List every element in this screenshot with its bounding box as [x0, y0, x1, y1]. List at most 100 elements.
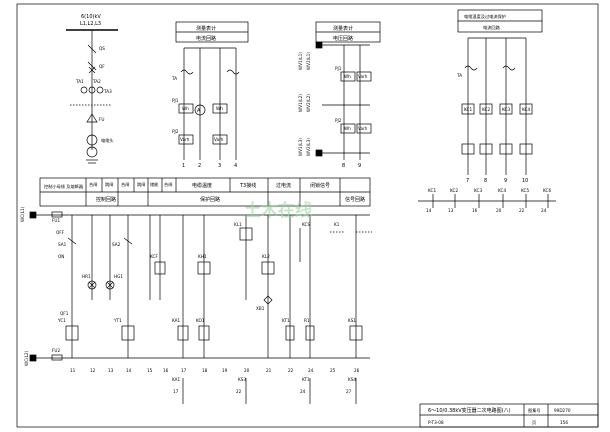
ta2-coil — [88, 86, 96, 94]
kc8-coil — [519, 143, 533, 155]
control-circuit: WC(L1) WC(L2) FU1 FU2 OFF ON SA1 SA2 HR1 — [20, 206, 372, 366]
ctrl-num-15: 15 — [147, 368, 153, 373]
p2-num-2: 9 — [358, 163, 361, 169]
bottom-num-1: 17 — [173, 389, 179, 394]
p1-num-2: 2 — [198, 163, 201, 169]
pj1-label: PJ1 — [172, 98, 179, 103]
p2-pj2-label: PJ2 — [335, 118, 342, 123]
kh-label: KH1 — [198, 254, 207, 259]
wv1b-label: WV1(L2) — [298, 94, 303, 112]
ctrl-num-25: 25 — [330, 368, 336, 373]
title-block-frame — [419, 403, 599, 428]
code-label: 图集号 — [528, 407, 541, 414]
header-cell-16: 闭锁信号 — [310, 182, 330, 189]
p2-varh2: Varh — [358, 126, 368, 131]
terminal-num-5: 22 — [519, 208, 525, 213]
ammeter-icon — [194, 104, 206, 116]
page-number: 156 — [560, 420, 568, 425]
kc1-coil-label: KC1 — [464, 107, 472, 112]
bottom-num-3: 24 — [300, 389, 306, 394]
p3-num-3: 9 — [504, 178, 507, 184]
header-table: 控制小母线 及熔断器 合闸 跳闸 合闸 跳闸 储能 合闸 电缆温度 T3接线 过… — [39, 177, 371, 207]
ka-label: KA1 — [172, 318, 181, 323]
kc2-coil — [479, 103, 493, 115]
p3-num-4: 10 — [522, 178, 528, 184]
hr-label: HR1 — [82, 274, 91, 279]
qf1-label: QF1 — [60, 311, 69, 316]
p1-ta-label: TA — [171, 76, 177, 81]
header-cell-15: 过电流 — [276, 182, 291, 189]
sa2-contact — [123, 237, 133, 245]
off-label: OFF — [56, 230, 65, 235]
p3-title: 电缆温度及过电流保护 — [464, 13, 506, 20]
control-numbers: 11 12 13 14 15 16 17 18 19 20 21 22 24 2… — [70, 368, 360, 373]
kc4-coil — [519, 103, 533, 115]
wv2-label: WV2(L1) — [306, 52, 311, 70]
kcf-coil — [154, 261, 166, 275]
p2-meter-wh-2 — [340, 123, 356, 134]
wv2b-label: WV2(L2) — [306, 94, 311, 112]
cable-head-label: 电缆头 — [101, 137, 114, 144]
ctrl-num-11: 11 — [70, 368, 76, 373]
p3-num-1: 7 — [466, 178, 469, 184]
terminal-label-5: KC5 — [521, 188, 529, 193]
header-cell-6: 合闸 — [164, 181, 172, 188]
p2-varh: Varh — [358, 74, 368, 79]
header-cell-5: 储能 — [150, 181, 159, 188]
p2-pj1-label: PJ1 — [335, 66, 342, 71]
panel-voltage-metering: 测量表计 电压回路 WV1(L1) WV2(L1) WV1(L2) WV2(L2… — [298, 21, 381, 169]
primary-circuit: 6(10)kV L1,L2,L3 QS QF TA1 TA2 TA3 FU 电缆… — [66, 14, 118, 164]
ta3-coil — [96, 86, 104, 94]
pj1-meter-box-2 — [212, 103, 228, 114]
ctrl-num-22: 22 — [288, 368, 294, 373]
ctrl-num-17: 17 — [181, 368, 187, 373]
terminal-label-4: KC4 — [498, 188, 506, 193]
terminal-num-1: 14 — [426, 208, 432, 213]
sa1-label: SA1 — [58, 242, 67, 247]
header-big-1: 控制回路 — [96, 196, 116, 203]
p2-wh: Wh — [344, 74, 351, 79]
terminal-num-4: 20 — [496, 208, 502, 213]
p1-num-1: 1 — [182, 163, 185, 169]
ctrl-num-21: 21 — [266, 368, 272, 373]
fu-label: FU — [99, 117, 104, 122]
kt-label: KT1 — [282, 318, 290, 323]
p2-meter-varh — [356, 71, 372, 82]
bottom-label-3: KT1 — [302, 377, 310, 382]
panel-current-metering: 测量表计 电流回路 TA Wh PJ1 A Wh Varh PJ2 Varh 1… — [171, 21, 249, 169]
header-cell-3: 合闸 — [121, 181, 129, 188]
r-label: R1 — [304, 318, 310, 323]
header-cell-13: 电缆温度 — [192, 182, 212, 189]
pj2-label: PJ2 — [172, 129, 179, 134]
ctrl-num-26: 26 — [354, 368, 360, 373]
header-cell-2: 跳闸 — [105, 181, 113, 188]
bottom-label-4: KS4 — [348, 377, 356, 382]
pj2-meter-box — [178, 134, 194, 145]
sa1-contact — [67, 237, 77, 245]
header-cell-4: 跳闸 — [137, 181, 145, 188]
ctrl-num-16: 16 — [163, 368, 169, 373]
kcf-label: KCF — [150, 254, 158, 259]
pj1-wh: Wh — [182, 106, 189, 111]
ta1-coil — [80, 86, 88, 94]
qf-label: QF — [99, 64, 105, 69]
p3-num-2: 8 — [484, 178, 487, 184]
kc5-coil — [461, 143, 475, 155]
bus-marker-2 — [315, 149, 323, 157]
kc3-coil — [499, 103, 513, 115]
kl2-coil — [261, 261, 275, 275]
xb-label: XB1 — [256, 306, 265, 311]
ta-coil-icon-2 — [226, 69, 240, 75]
drawing-title: 6～10/0.38kV变压器二次电路图(八) — [428, 407, 511, 414]
p2-subtitle: 电压回路 — [333, 35, 353, 42]
p3-ta-coil-icon — [464, 65, 478, 71]
kc6-coil — [479, 143, 493, 155]
wv2c-label: WV2(L3) — [306, 138, 311, 156]
terminal-row: KC1 KC2 KC3 KC4 KC5 KC6 14 13 16 20 22 2… — [418, 188, 556, 213]
ammeter-label: A — [197, 108, 201, 114]
p2-wh2: Wh — [344, 126, 351, 131]
ctrl-num-20: 20 — [244, 368, 250, 373]
yc-coil — [65, 325, 79, 341]
ko-label: KO1 — [196, 318, 205, 323]
